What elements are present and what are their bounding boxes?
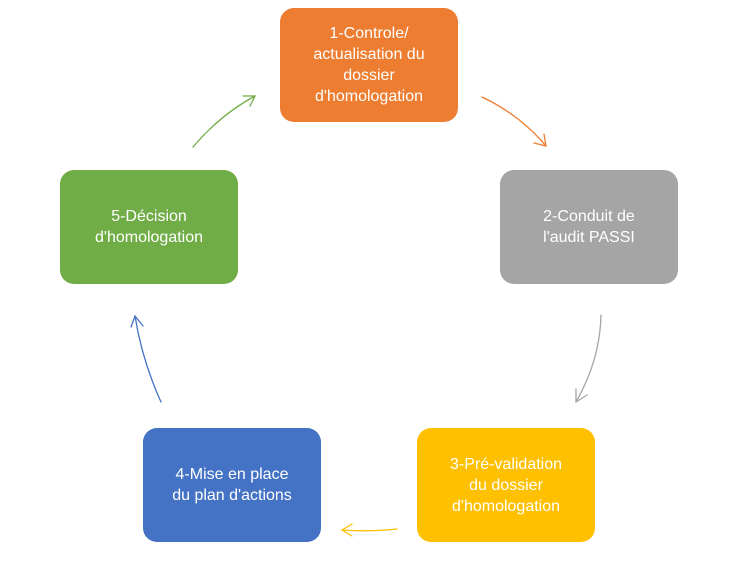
arrow-1-to-2	[481, 96, 547, 147]
step-1-label: 1-Controle/ actualisation du dossier d'h…	[313, 25, 425, 105]
step-2-label: 2-Conduit de l'audit PASSI	[543, 208, 635, 246]
arrow-3-to-4	[340, 523, 398, 537]
step-2-box: 2-Conduit de l'audit PASSI	[500, 170, 678, 284]
step-3-box: 3-Pré-validation du dossier d'homologati…	[417, 428, 595, 542]
step-5-label: 5-Décision d'homologation	[94, 208, 204, 246]
step-4-label: 4-Mise en place du plan d'actions	[172, 466, 292, 504]
arrow-4-to-5	[130, 314, 162, 403]
arrow-2-to-3	[575, 314, 602, 404]
step-4-box: 4-Mise en place du plan d'actions	[143, 428, 321, 542]
step-5-box: 5-Décision d'homologation	[60, 170, 238, 284]
step-3-label: 3-Pré-validation du dossier d'homologati…	[449, 455, 563, 515]
step-1-box: 1-Controle/ actualisation du dossier d'h…	[280, 8, 458, 122]
arrow-5-to-1	[192, 95, 257, 148]
